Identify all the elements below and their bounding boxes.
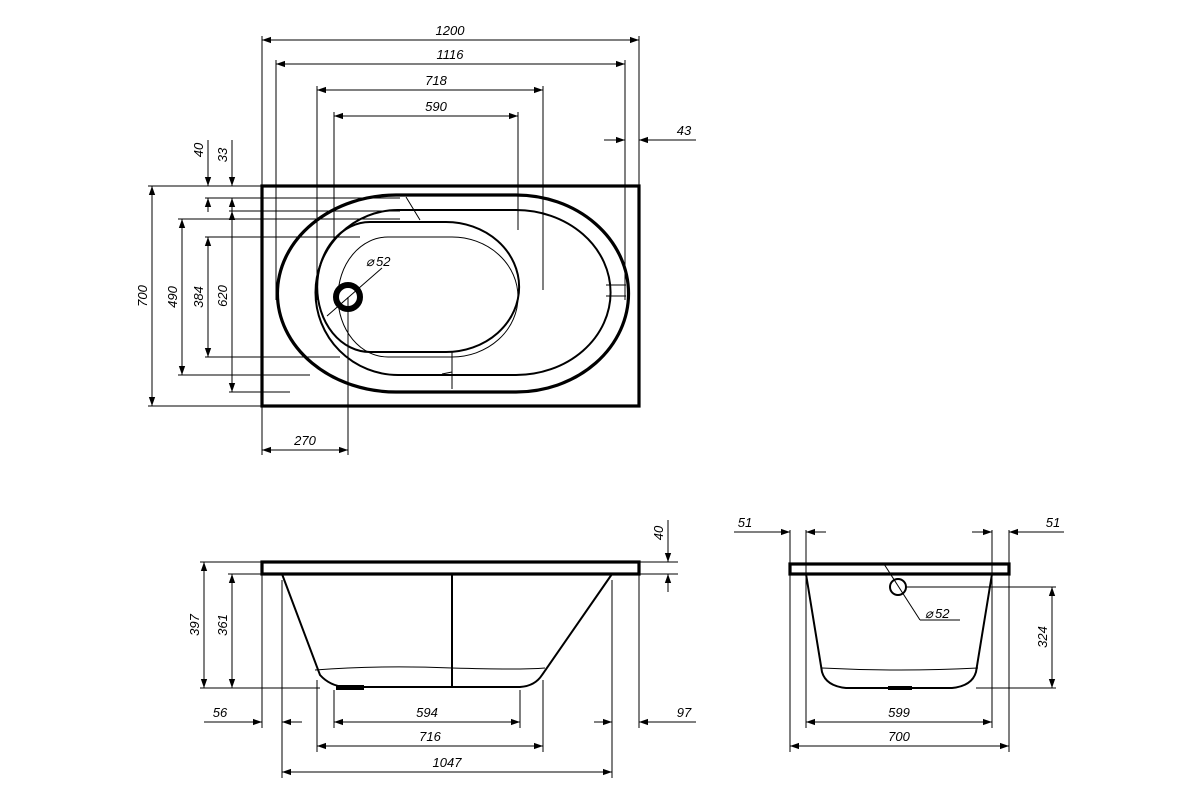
overflow-diameter-symbol: ⌀ [925, 606, 934, 621]
front-basin-outline [281, 573, 613, 688]
plan-rim-outline [275, 193, 631, 394]
dim-label-324: 324 [1035, 626, 1050, 648]
dim-label-594: 594 [416, 705, 438, 720]
plan-basin-bottom-outline [316, 221, 521, 353]
side-rim [788, 562, 1011, 576]
overflow-diameter-label: 52 [935, 606, 950, 621]
dim-label-490: 490 [165, 285, 180, 307]
drain-diameter-symbol: ⌀ [366, 254, 375, 269]
dim-label-700: 700 [135, 284, 150, 306]
dim-label-51-left: 51 [738, 515, 752, 530]
front-drain-foot [336, 685, 364, 690]
plan-view: 1200 1116 718 590 43 270 700 490 384 620… [135, 23, 696, 455]
dim-label-718: 718 [425, 73, 447, 88]
side-extension-lines [789, 530, 1056, 752]
dim-label-590: 590 [425, 99, 447, 114]
front-rim [260, 560, 641, 576]
dim-label-1200: 1200 [436, 23, 466, 38]
dim-label-1116: 1116 [437, 47, 465, 62]
dim-label-700-side: 700 [888, 729, 910, 744]
dim-label-56: 56 [213, 705, 228, 720]
side-basin-floor [821, 667, 979, 671]
dim-label-620: 620 [215, 284, 230, 306]
drain-leader [326, 267, 383, 317]
dim-label-270: 270 [293, 433, 316, 448]
plan-detail-lines [405, 196, 626, 389]
overflow-circle [889, 578, 907, 596]
dim-label-716: 716 [419, 729, 441, 744]
dim-label-40-plan: 40 [191, 142, 206, 157]
dim-label-384: 384 [191, 286, 206, 308]
drain-diameter-label: 52 [376, 254, 391, 269]
side-view: ⌀ 52 51 51 324 599 700 [734, 515, 1064, 752]
dim-label-97: 97 [677, 705, 692, 720]
dim-label-43: 43 [677, 123, 692, 138]
front-extension-lines [200, 561, 678, 778]
plan-extension-lines [148, 36, 640, 455]
front-view: 397 361 40 56 97 594 716 1047 [187, 520, 696, 778]
dim-label-361: 361 [215, 614, 230, 636]
dim-label-51-right: 51 [1046, 515, 1060, 530]
side-drain-foot [888, 686, 912, 690]
front-basin-floor [314, 666, 546, 671]
dim-label-40-front: 40 [651, 525, 666, 540]
dim-label-397: 397 [187, 613, 202, 635]
dim-label-1047: 1047 [433, 755, 463, 770]
overflow-leader [883, 563, 921, 621]
plan-outer-outline [260, 184, 641, 408]
dim-label-33: 33 [215, 147, 230, 162]
side-basin-outline [805, 573, 993, 689]
dim-label-599: 599 [888, 705, 910, 720]
